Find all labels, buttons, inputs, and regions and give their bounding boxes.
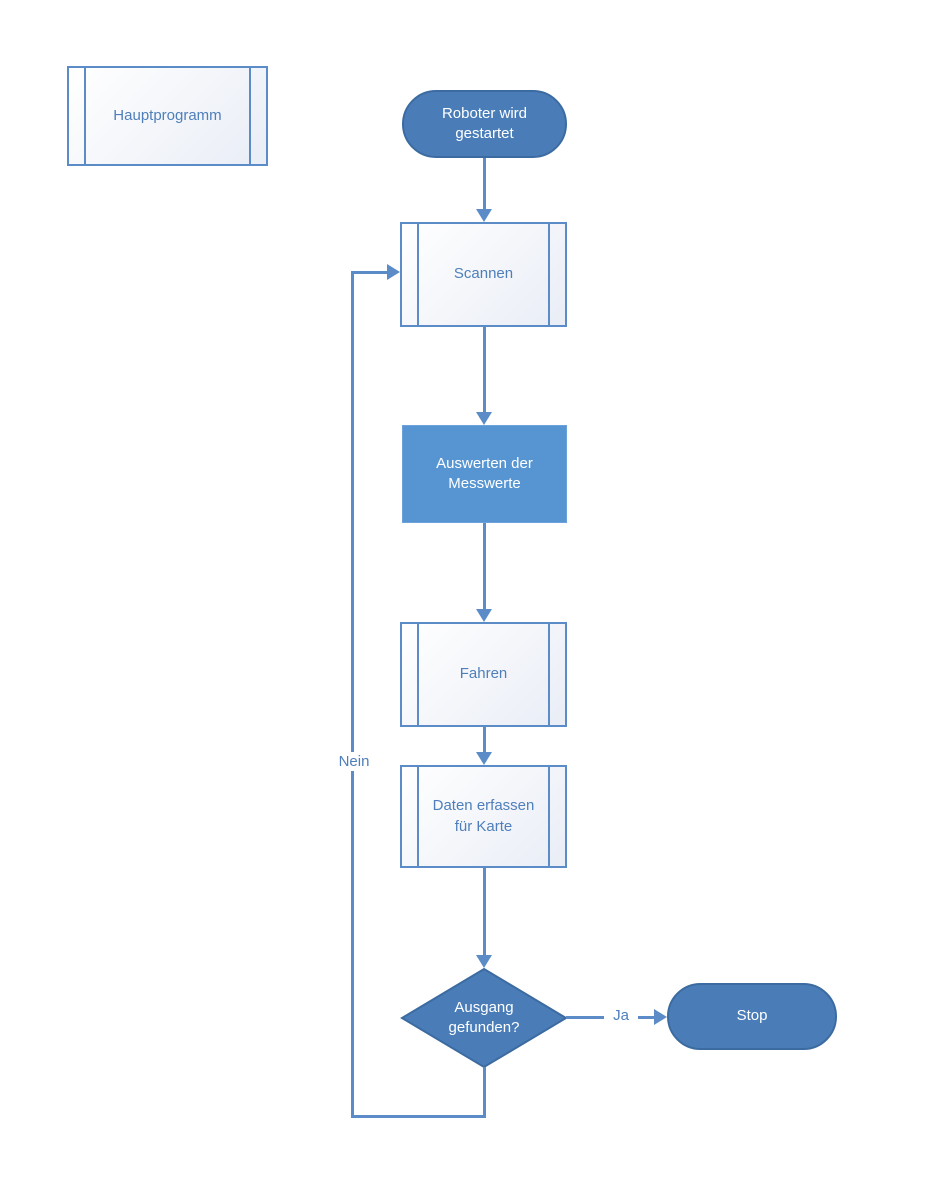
node-hauptprogramm-label: Hauptprogramm: [113, 106, 222, 124]
node-stop-label: Stop: [736, 1007, 768, 1025]
node-scannen: Scannen: [400, 222, 567, 327]
node-daten-label: Daten erfassen für Karte: [432, 797, 535, 835]
connector-start-scannen: [483, 158, 486, 210]
arrowhead-into-decision: [476, 955, 492, 968]
loop-segment-bottom: [351, 1115, 486, 1118]
connector-auswerten-fahren: [483, 523, 486, 610]
predefined-process-bar-right: [548, 767, 550, 866]
arrowhead-into-scannen-left: [387, 264, 400, 280]
loop-segment-into-scannen: [351, 271, 388, 274]
edge-label-nein: Nein: [327, 752, 381, 771]
node-auswerten: Auswerten der Messwerte: [402, 425, 567, 523]
predefined-process-bar-right: [249, 68, 251, 164]
node-decision: Ausgang gefunden?: [400, 967, 568, 1069]
connector-daten-decision: [483, 868, 486, 956]
node-stop: Stop: [667, 983, 837, 1050]
node-scannen-label: Scannen: [453, 265, 514, 283]
connector-scannen-auswerten: [483, 327, 486, 413]
loop-segment-decision-down: [483, 1067, 486, 1118]
predefined-process-bar-right: [548, 624, 550, 725]
predefined-process-bar-left: [417, 767, 419, 866]
node-daten: Daten erfassen für Karte: [400, 765, 567, 868]
predefined-process-bar-left: [417, 224, 419, 325]
node-start: Roboter wird gestartet: [402, 90, 567, 158]
node-fahren: Fahren: [400, 622, 567, 727]
predefined-process-bar-right: [548, 224, 550, 325]
edge-label-ja: Ja: [604, 1006, 638, 1025]
predefined-process-bar-left: [84, 68, 86, 164]
predefined-process-bar-left: [417, 624, 419, 725]
node-start-label: Roboter wird gestartet: [441, 104, 528, 142]
node-hauptprogramm: Hauptprogramm: [67, 66, 268, 166]
loop-segment-up: [351, 271, 354, 1118]
arrowhead-into-auswerten: [476, 412, 492, 425]
node-decision-label: Ausgang gefunden?: [448, 998, 520, 1036]
node-fahren-label: Fahren: [459, 665, 508, 683]
connector-fahren-daten: [483, 727, 486, 753]
node-auswerten-label: Auswerten der Messwerte: [436, 454, 533, 492]
arrowhead-into-fahren: [476, 609, 492, 622]
arrowhead-into-scannen-top: [476, 209, 492, 222]
arrowhead-into-daten: [476, 752, 492, 765]
arrowhead-into-stop: [654, 1009, 667, 1025]
